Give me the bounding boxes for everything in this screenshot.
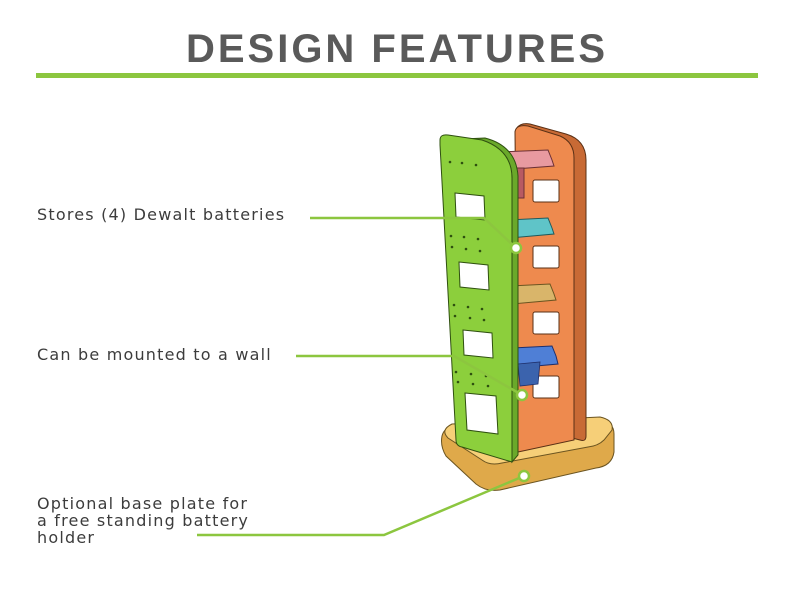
page-title: DESIGN FEATURES (185, 27, 609, 71)
front-panel (439, 134, 519, 464)
callout-label-base-plate: Optional base plate for a free standing … (37, 494, 250, 547)
title-underline (36, 73, 758, 78)
leader-line-wall-mount (296, 354, 529, 402)
battery-blue (511, 345, 559, 387)
leader-line-base-plate (197, 469, 531, 537)
callout-label-storage: Stores (4) Dewalt batteries (37, 205, 286, 224)
leader-line-storage (310, 216, 523, 255)
callout-label-wall-mount: Can be mounted to a wall (37, 345, 272, 364)
